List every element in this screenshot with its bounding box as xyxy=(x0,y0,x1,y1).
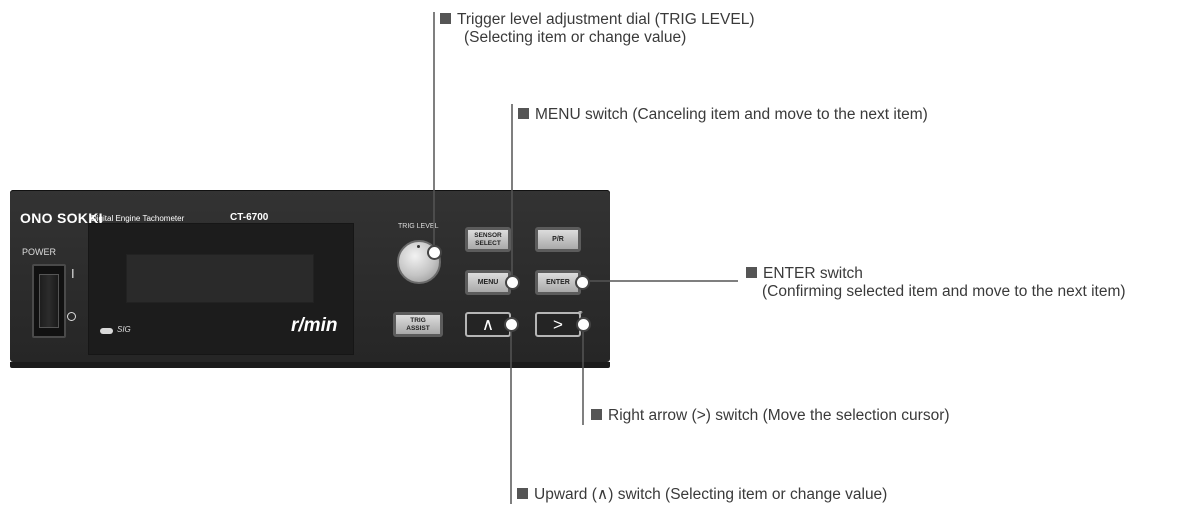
bullet-square-icon xyxy=(518,108,529,119)
callout-dot-right xyxy=(576,317,591,332)
bullet-square-icon xyxy=(517,488,528,499)
power-switch[interactable] xyxy=(32,264,66,338)
power-off-mark-icon xyxy=(67,312,76,321)
key-lock-icon: ⚭ xyxy=(577,308,584,317)
callout-trig-level: Trigger level adjustment dial (TRIG LEVE… xyxy=(440,11,754,47)
pr-button[interactable]: P/R xyxy=(535,227,581,252)
panel-base xyxy=(10,362,610,368)
callout-menu: MENU switch (Canceling item and move to … xyxy=(518,106,928,124)
callout-right-line1: Right arrow (>) switch (Move the selecti… xyxy=(608,407,950,424)
callout-dot-up xyxy=(504,317,519,332)
bullet-square-icon xyxy=(591,409,602,420)
lcd-display xyxy=(126,254,314,303)
bullet-square-icon xyxy=(440,13,451,24)
power-label: POWER xyxy=(22,247,57,257)
enter-button[interactable]: ENTER xyxy=(535,270,581,295)
right-button[interactable]: > xyxy=(535,312,581,337)
callout-menu-line1: MENU switch (Canceling item and move to … xyxy=(535,106,928,123)
brand-logo: ONO SOKKI xyxy=(20,210,103,226)
right-arrow-icon: > xyxy=(553,314,563,334)
product-name: Digital Engine Tachometer xyxy=(91,214,185,223)
model-name: CT-6700 xyxy=(230,212,269,223)
callout-trig-level-line2: (Selecting item or change value) xyxy=(464,29,687,46)
power-rocker xyxy=(39,274,59,328)
enter-label: ENTER xyxy=(546,278,570,286)
trig-assist-button[interactable]: TRIG ASSIST xyxy=(393,312,443,337)
callout-dot-menu xyxy=(505,275,520,290)
callout-enter-line2: (Confirming selected item and move to th… xyxy=(762,283,1126,300)
callout-up-line1: Upward (∧) switch (Selecting item or cha… xyxy=(534,486,888,503)
up-button[interactable]: ∧ xyxy=(465,312,511,337)
trig-assist-label: TRIG ASSIST xyxy=(406,316,430,332)
callout-enter-line1: ENTER switch xyxy=(763,265,863,282)
bullet-square-icon xyxy=(746,267,757,278)
up-arrow-icon: ∧ xyxy=(481,314,495,334)
callout-right: Right arrow (>) switch (Move the selecti… xyxy=(591,407,950,425)
sensor-select-button[interactable]: SENSOR SELECT xyxy=(465,227,511,252)
trig-level-label: TRIG LEVEL xyxy=(398,223,439,230)
callout-enter: ENTER switch (Confirming selected item a… xyxy=(746,265,1126,301)
sensor-select-label: SENSOR SELECT xyxy=(474,231,502,247)
pr-label: P/R xyxy=(552,235,564,243)
sig-label: SIG xyxy=(117,325,131,334)
callout-dot-trig-level xyxy=(427,245,442,260)
device-panel: ONO SOKKI Digital Engine Tachometer CT-6… xyxy=(10,190,610,362)
callout-up: Upward (∧) switch (Selecting item or cha… xyxy=(517,486,887,504)
callout-dot-enter xyxy=(575,275,590,290)
display-window: SIG r/min xyxy=(88,223,354,355)
callout-trig-level-line1: Trigger level adjustment dial (TRIG LEVE… xyxy=(457,11,755,28)
menu-label: MENU xyxy=(477,278,499,286)
dial-indicator-icon xyxy=(417,245,420,248)
unit-label: r/min xyxy=(291,315,338,336)
sig-led-icon xyxy=(100,328,113,334)
power-on-mark: I xyxy=(71,266,75,281)
